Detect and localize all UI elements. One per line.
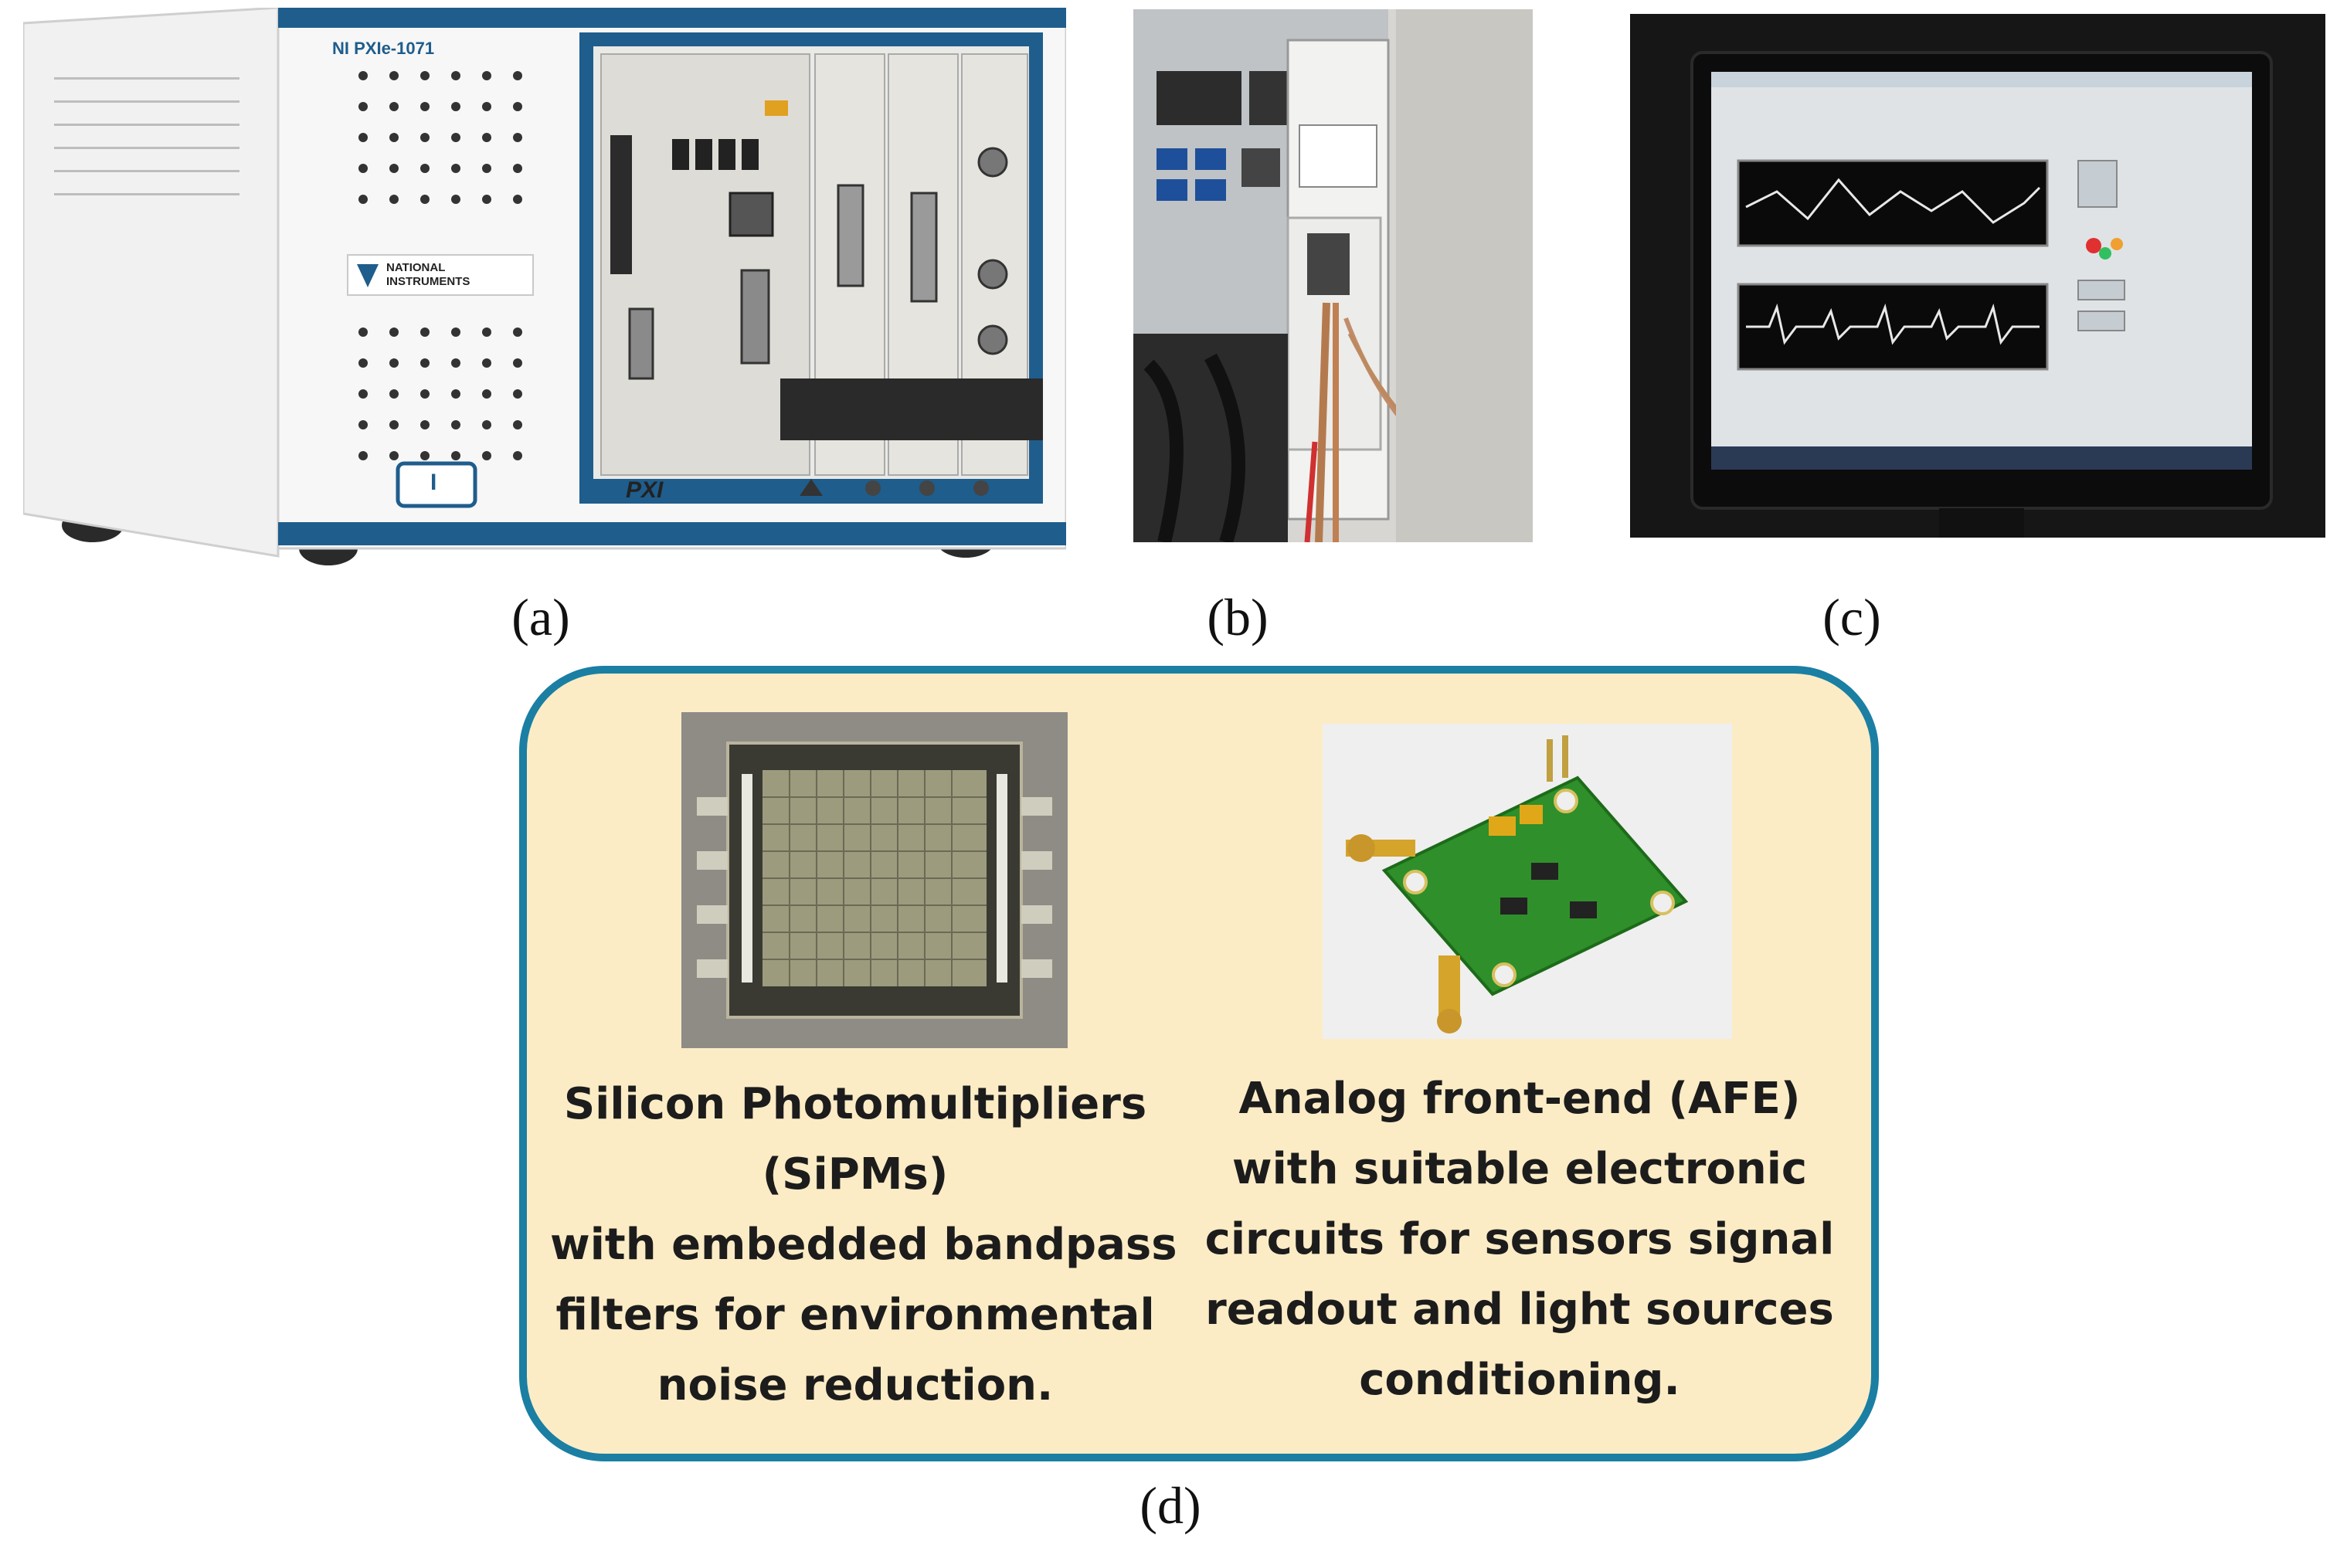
monitor-illustration — [1630, 14, 2325, 538]
chassis-pxi-mark: PXI — [626, 477, 664, 503]
pxi-chassis-photo: NI PXIe-1071 NATIONAL INSTRUMENTS I PXI — [23, 8, 1066, 575]
module-closeup-photo — [1133, 9, 1533, 542]
afe-pcb-photo — [1323, 724, 1732, 1039]
caption-a-text: (a) — [511, 588, 570, 647]
caption-b-text: (b) — [1207, 588, 1269, 647]
module-closeup-illustration — [1133, 9, 1533, 542]
afe-description: Analog front-end (AFE) with suitable ele… — [1184, 1064, 1856, 1415]
chassis-model-label: NI PXIe-1071 — [332, 39, 435, 58]
afe-line-4: readout and light sources — [1205, 1285, 1834, 1335]
sipm-line-5: noise reduction. — [657, 1360, 1054, 1410]
afe-line-3: circuits for sensors signal — [1204, 1214, 1835, 1264]
afe-line-2: with suitable electronic — [1231, 1144, 1808, 1194]
sipm-description: Silicon Photomultipliers (SiPMs) with em… — [550, 1069, 1177, 1420]
chassis-logo-text: NATIONAL INSTRUMENTS — [386, 261, 470, 288]
sipm-line-2: (SiPMs) — [762, 1149, 949, 1200]
pxi-chassis-illustration — [23, 8, 1066, 565]
caption-a: (a) — [464, 587, 618, 648]
afe-line-5: conditioning. — [1359, 1355, 1680, 1405]
caption-b: (b) — [1160, 587, 1315, 648]
monitor-photo — [1630, 14, 2325, 538]
sipm-line-1: Silicon Photomultipliers — [563, 1079, 1147, 1129]
sipm-line-3: with embedded bandpass — [550, 1220, 1177, 1270]
sipm-line-4: filters for environmental — [555, 1290, 1155, 1340]
caption-d: (d) — [1093, 1475, 1248, 1536]
caption-c: (c) — [1775, 587, 1929, 648]
chassis-power-button: I — [430, 470, 437, 495]
caption-c-text: (c) — [1822, 588, 1881, 647]
sipm-chip-photo — [681, 712, 1068, 1048]
sipm-afe-panel: Silicon Photomultipliers (SiPMs) with em… — [519, 666, 1879, 1461]
afe-line-1: Analog front-end (AFE) — [1238, 1074, 1801, 1124]
caption-d-text: (d) — [1140, 1476, 1201, 1535]
